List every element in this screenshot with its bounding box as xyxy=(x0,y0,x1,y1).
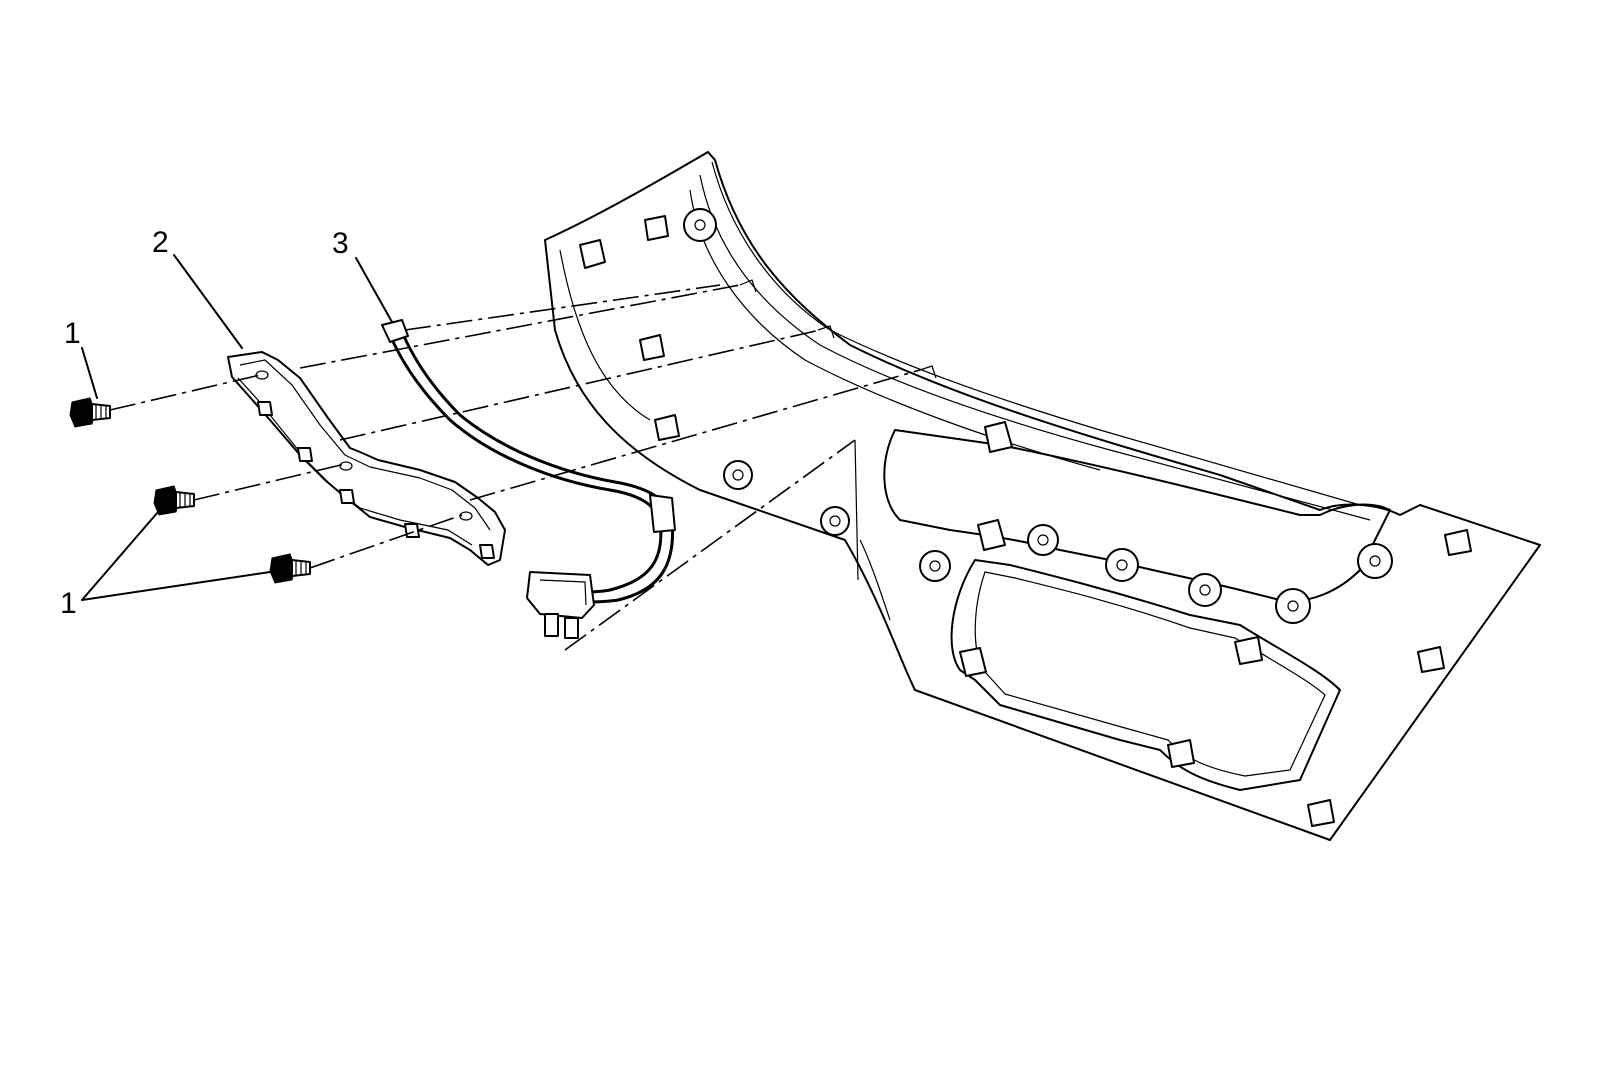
callout-harness: 3 xyxy=(332,227,349,260)
alignment-lines xyxy=(109,284,921,651)
callout-fastener-top: 1 xyxy=(64,317,81,350)
impact-sensor-bracket xyxy=(227,351,506,566)
fastener-middle xyxy=(153,485,195,516)
sensor-wiring-harness xyxy=(381,319,676,639)
fastener-bottom xyxy=(269,553,311,584)
bumper-fascia xyxy=(544,151,1541,841)
callout-bracket: 2 xyxy=(152,226,169,259)
callout-fasteners-bottom: 1 xyxy=(60,587,77,620)
fastener-top xyxy=(69,397,111,428)
callout-leaders xyxy=(81,254,393,601)
